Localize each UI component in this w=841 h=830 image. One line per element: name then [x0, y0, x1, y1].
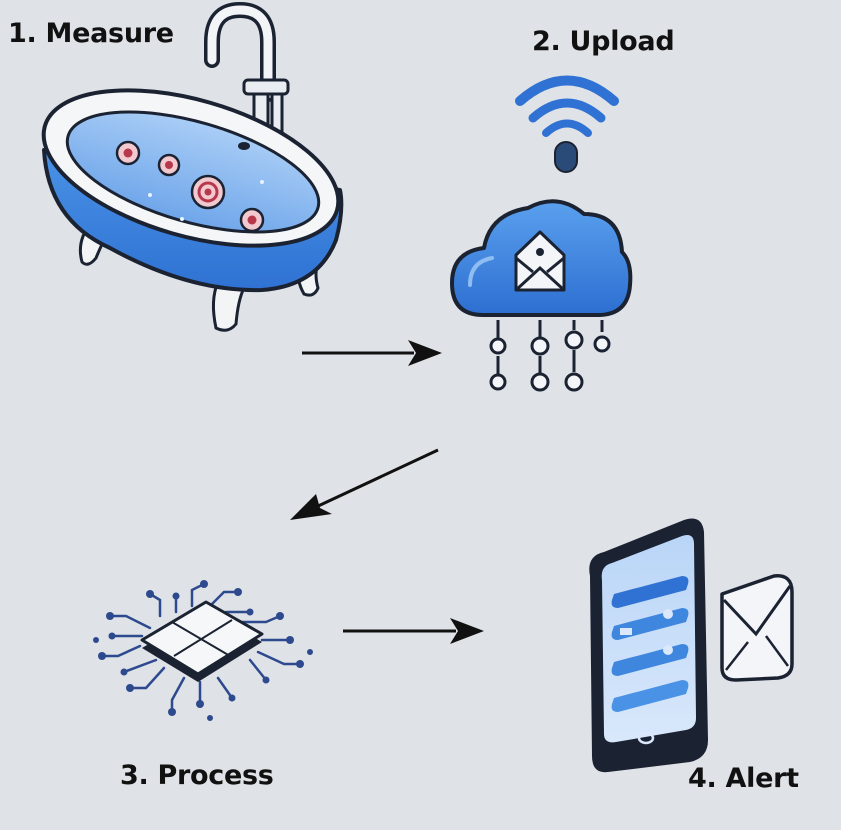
bathtub-with-sensors-icon [41, 1, 344, 332]
envelope-icon [514, 230, 566, 292]
step-label-alert: 4. Alert [688, 763, 799, 794]
step-label-process: 3. Process [120, 760, 274, 791]
notification-list [611, 576, 689, 712]
water-sensor-icon [157, 153, 181, 177]
data-nodes [489, 320, 611, 392]
envelope-alert-icon [720, 574, 794, 682]
water-sensor-icon [115, 140, 141, 166]
smartphone-alert-icon [589, 518, 794, 773]
step-label-measure: 1. Measure [8, 18, 174, 49]
wifi-icon [515, 75, 619, 173]
arrow-process-to-alert [343, 618, 484, 644]
water-sensor-icon [190, 174, 226, 210]
cloud-upload-icon [450, 199, 633, 392]
step-label-upload: 2. Upload [532, 26, 675, 57]
arrow-upload-to-process [290, 448, 439, 520]
water-sensor-icon [239, 207, 265, 233]
processor-chip-icon [93, 580, 313, 721]
arrow-measure-to-upload [302, 340, 442, 366]
